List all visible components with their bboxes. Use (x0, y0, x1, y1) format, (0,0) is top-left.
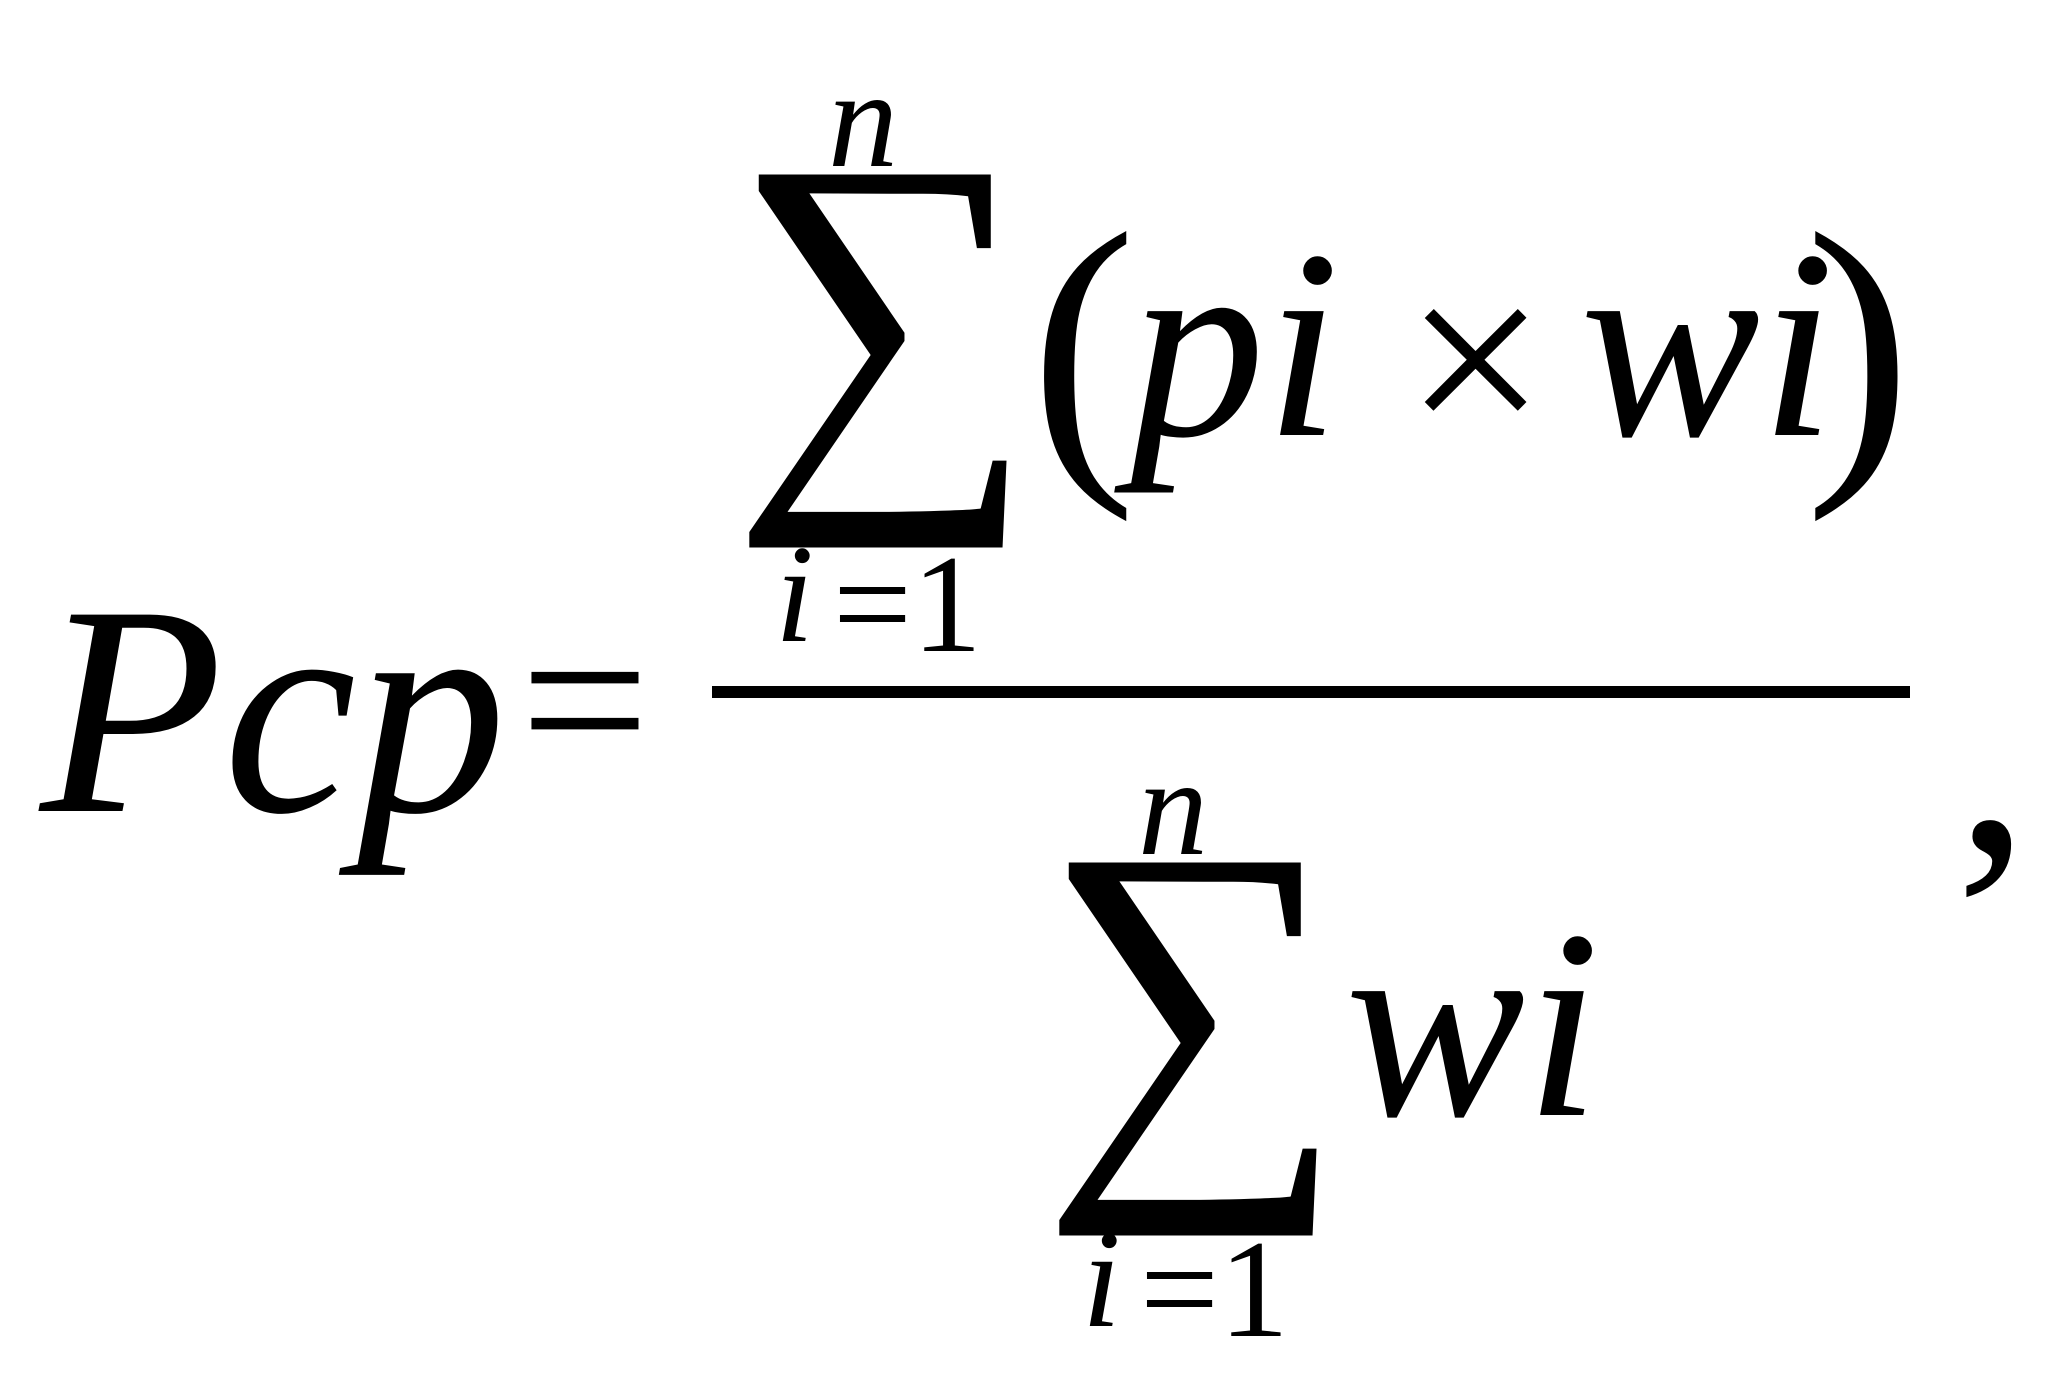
denominator-lower-index: i (1082, 1202, 1121, 1357)
trailing-comma: , (1955, 584, 2030, 916)
numerator-sum-symbol: ∑ (730, 74, 1037, 550)
numerator-lower-index: i (775, 517, 814, 672)
numerator-lower-start: =1 (833, 527, 982, 682)
fraction-bar (712, 686, 1910, 698)
numerator-close-paren: ) (1805, 169, 1912, 523)
numerator-term-pi: pi (1130, 195, 1341, 494)
numerator-open-paren: ( (1030, 169, 1137, 523)
denominator-term-wi: wi (1345, 875, 1601, 1174)
denominator-lower-start: =1 (1140, 1212, 1289, 1367)
multiplication-sign: × (1405, 221, 1546, 498)
lhs-variable: Pcp (40, 544, 507, 876)
denominator-sum-symbol: ∑ (1040, 762, 1347, 1238)
numerator-upper-limit: n (828, 42, 898, 197)
equals-sign: = (520, 572, 650, 827)
numerator-term-wi: wi (1580, 195, 1836, 494)
denominator-upper-limit: n (1138, 730, 1208, 885)
